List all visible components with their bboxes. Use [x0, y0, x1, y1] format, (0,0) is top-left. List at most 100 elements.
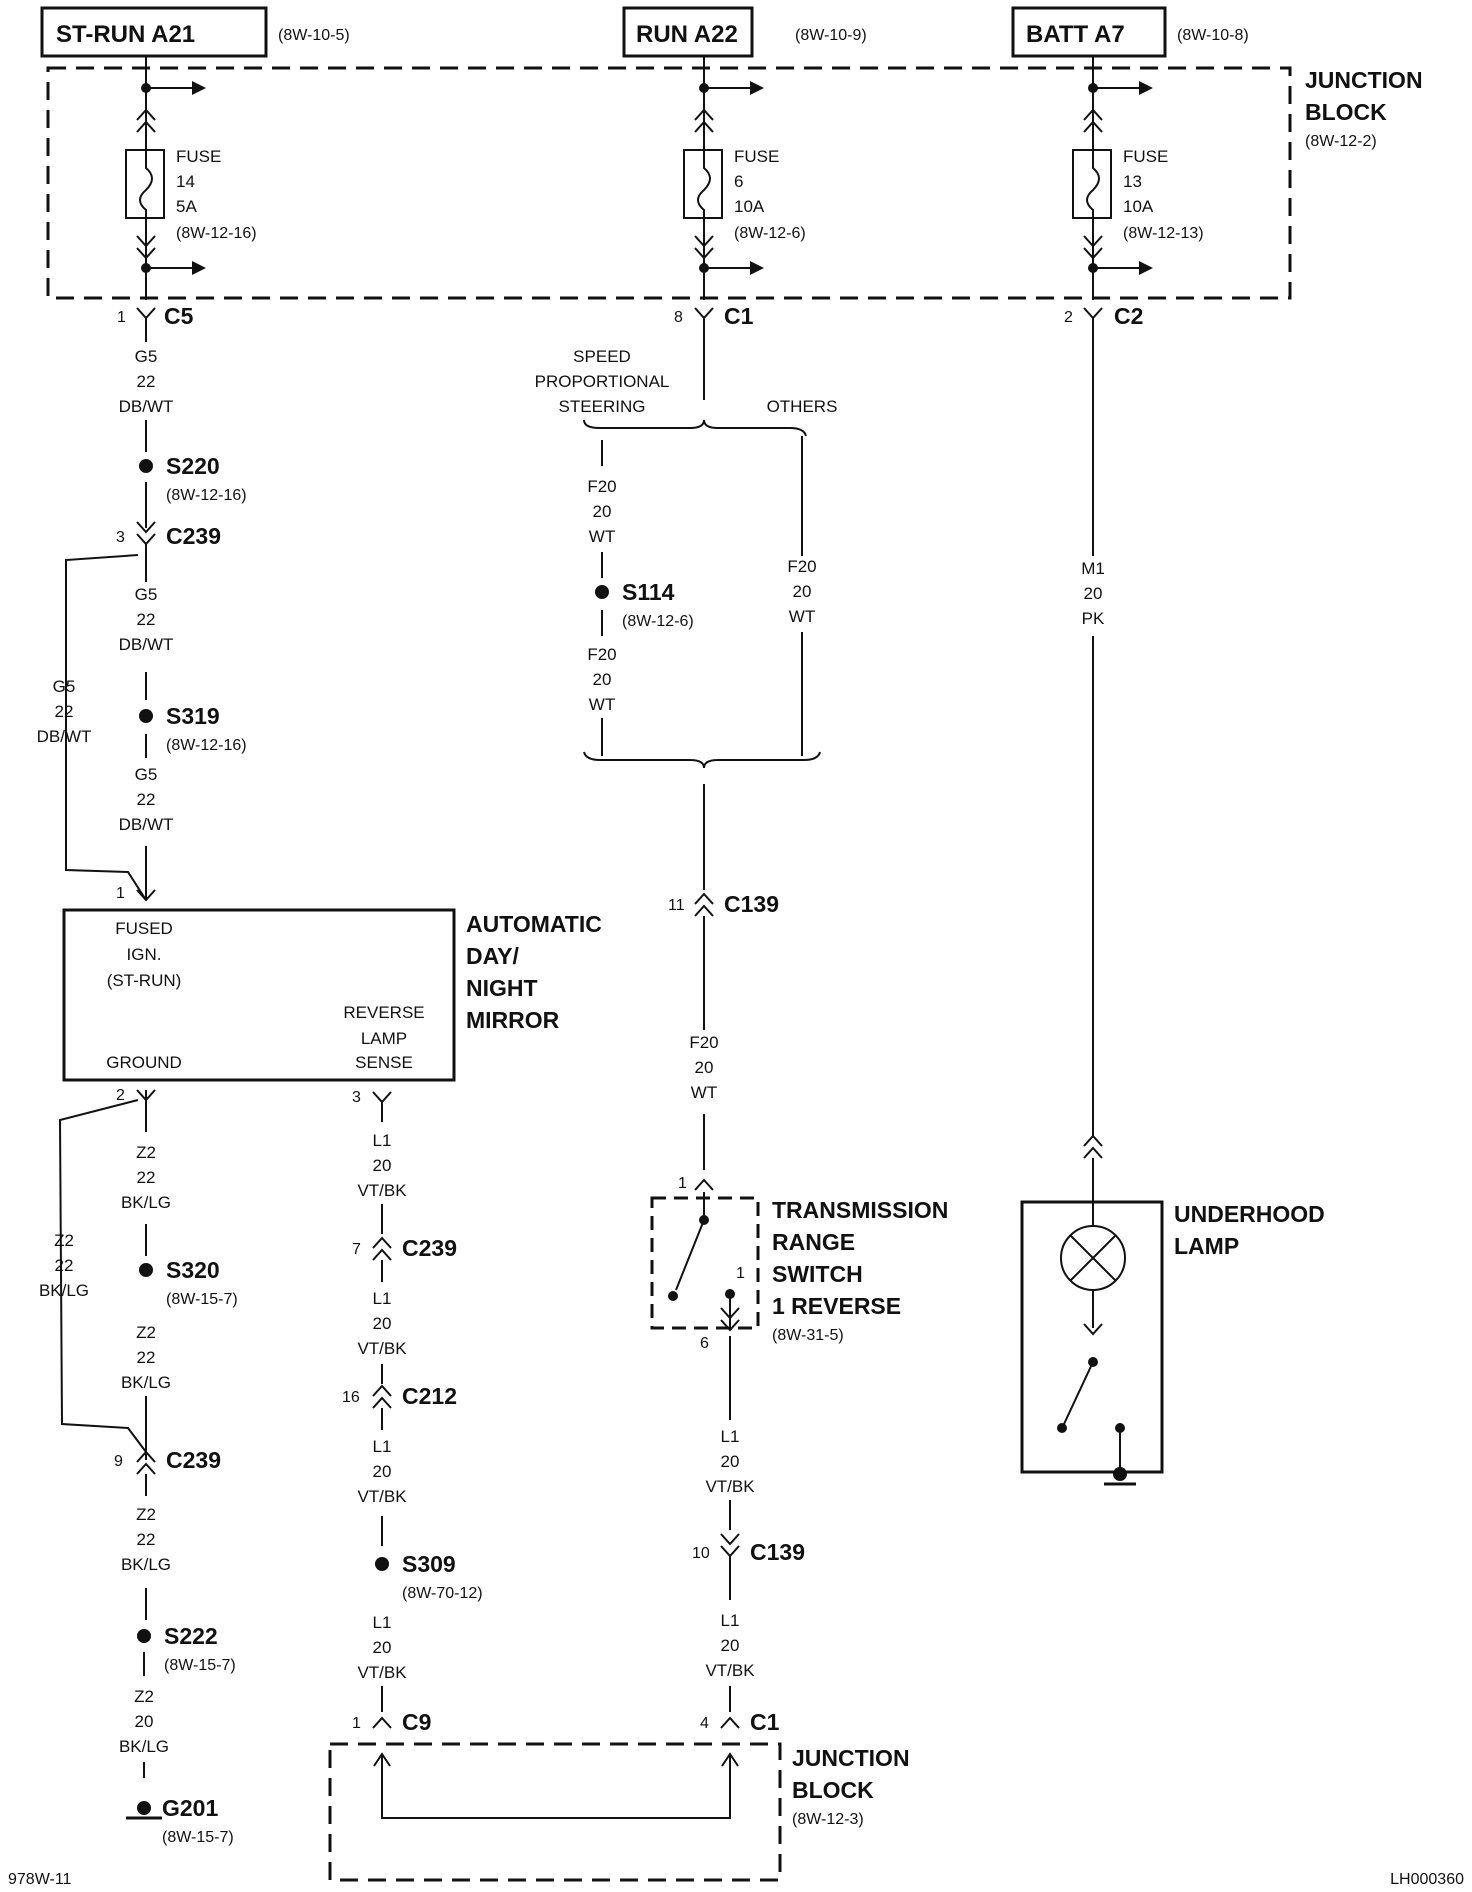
svg-text:F20: F20 [587, 645, 616, 664]
svg-text:L1: L1 [373, 1613, 392, 1632]
svg-text:20: 20 [593, 502, 612, 521]
svg-text:M1: M1 [1081, 559, 1105, 578]
svg-text:S220: S220 [166, 453, 220, 479]
splice-s320 [139, 1263, 153, 1277]
svg-text:VT/BK: VT/BK [357, 1663, 407, 1682]
svg-text:ST-RUN A21: ST-RUN A21 [56, 21, 195, 48]
svg-text:6: 6 [700, 1335, 709, 1352]
svg-text:20: 20 [593, 670, 612, 689]
svg-text:20: 20 [793, 582, 812, 601]
svg-text:BK/LG: BK/LG [119, 1737, 169, 1756]
svg-text:3: 3 [116, 529, 125, 546]
svg-text:L1: L1 [373, 1289, 392, 1308]
svg-text:Z2: Z2 [136, 1323, 156, 1342]
ground-g201-icon [137, 1801, 151, 1815]
svg-text:BK/LG: BK/LG [121, 1193, 171, 1212]
svg-text:20: 20 [373, 1638, 392, 1657]
splice-s220 [139, 459, 153, 473]
svg-text:20: 20 [135, 1712, 154, 1731]
svg-text:2: 2 [1064, 309, 1073, 326]
svg-text:20: 20 [721, 1452, 740, 1471]
reverse-lamp-sense-circuit: 3 L1 20 VT/BK 7 C239 L1 20 VT/BK 16 C212… [342, 1089, 483, 1735]
svg-text:VT/BK: VT/BK [357, 1487, 407, 1506]
svg-text:(8W-12-3): (8W-12-3) [792, 1811, 864, 1828]
svg-text:C239: C239 [166, 523, 221, 549]
svg-text:(8W-12-2): (8W-12-2) [1305, 133, 1377, 150]
svg-text:10A: 10A [1123, 197, 1154, 216]
svg-text:10: 10 [692, 1545, 710, 1562]
svg-text:22: 22 [55, 1256, 74, 1275]
svg-text:G5: G5 [135, 585, 158, 604]
svg-text:PK: PK [1082, 609, 1105, 628]
svg-text:(8W-12-6): (8W-12-6) [622, 613, 694, 630]
svg-text:5A: 5A [176, 197, 197, 216]
svg-text:(8W-15-7): (8W-15-7) [164, 1657, 236, 1674]
svg-text:JUNCTION: JUNCTION [792, 1745, 910, 1771]
svg-text:F20: F20 [587, 477, 616, 496]
svg-text:PROPORTIONAL: PROPORTIONAL [535, 372, 670, 391]
svg-text:SPEED: SPEED [573, 347, 631, 366]
junction-block-top: JUNCTION BLOCK (8W-12-2) [46, 66, 1423, 300]
svg-text:3: 3 [352, 1089, 361, 1106]
svg-text:DB/WT: DB/WT [119, 815, 174, 834]
svg-text:20: 20 [1084, 584, 1103, 603]
svg-text:DB/WT: DB/WT [119, 635, 174, 654]
svg-text:TRANSMISSION: TRANSMISSION [772, 1197, 948, 1223]
svg-text:C239: C239 [166, 1447, 221, 1473]
trs-output-circuit: L1 20 VT/BK 10 C139 L1 20 VT/BK 4 C1 [692, 1336, 805, 1735]
svg-text:LAMP: LAMP [361, 1029, 407, 1048]
svg-text:OTHERS: OTHERS [767, 397, 838, 416]
fuse-14: FUSE 14 5A (8W-12-16) [125, 56, 257, 300]
svg-text:1: 1 [117, 309, 126, 326]
svg-text:VT/BK: VT/BK [357, 1339, 407, 1358]
fuse-13: FUSE 13 10A (8W-12-13) [1072, 56, 1204, 300]
splice-s319 [139, 709, 153, 723]
svg-text:(8W-12-6): (8W-12-6) [734, 225, 806, 242]
footer-right: LH000360 [1390, 1871, 1464, 1888]
batt-a7-circuit: 2 C2 M1 20 PK [1064, 303, 1143, 1226]
svg-text:WT: WT [589, 527, 615, 546]
svg-text:C239: C239 [402, 1235, 457, 1261]
svg-text:L1: L1 [373, 1131, 392, 1150]
svg-text:13: 13 [1123, 172, 1142, 191]
svg-text:(8W-10-5): (8W-10-5) [278, 27, 350, 44]
svg-text:FUSED: FUSED [115, 919, 173, 938]
svg-text:C1: C1 [724, 303, 754, 329]
svg-text:MIRROR: MIRROR [466, 1007, 560, 1033]
svg-text:1: 1 [116, 885, 125, 902]
junction-block-bottom: JUNCTION BLOCK (8W-12-3) [328, 1742, 910, 1882]
svg-text:IGN.: IGN. [127, 945, 162, 964]
svg-text:(8W-15-7): (8W-15-7) [166, 1291, 238, 1308]
svg-text:DB/WT: DB/WT [37, 727, 92, 746]
svg-text:2: 2 [116, 1087, 125, 1104]
splice-s222 [137, 1629, 151, 1643]
svg-text:BK/LG: BK/LG [121, 1373, 171, 1392]
svg-text:BLOCK: BLOCK [1305, 99, 1387, 125]
svg-text:WT: WT [789, 607, 815, 626]
svg-text:(8W-12-16): (8W-12-16) [166, 737, 247, 754]
svg-text:FUSE: FUSE [734, 147, 779, 166]
svg-text:BK/LG: BK/LG [121, 1555, 171, 1574]
svg-text:14: 14 [176, 172, 195, 191]
svg-text:(8W-15-7): (8W-15-7) [162, 1829, 234, 1846]
svg-text:(8W-12-13): (8W-12-13) [1123, 225, 1204, 242]
svg-text:C2: C2 [1114, 303, 1143, 329]
svg-text:(8W-70-12): (8W-70-12) [402, 1585, 483, 1602]
svg-text:11: 11 [668, 897, 685, 914]
svg-text:JUNCTION: JUNCTION [1305, 67, 1423, 93]
svg-text:SENSE: SENSE [355, 1053, 413, 1072]
svg-text:F20: F20 [689, 1033, 718, 1052]
svg-text:BATT A7: BATT A7 [1026, 21, 1125, 48]
svg-text:8: 8 [674, 309, 683, 326]
svg-text:1 REVERSE: 1 REVERSE [772, 1293, 901, 1319]
svg-text:22: 22 [55, 702, 74, 721]
svg-text:BLOCK: BLOCK [792, 1777, 874, 1803]
svg-text:(8W-31-5): (8W-31-5) [772, 1327, 844, 1344]
svg-text:20: 20 [373, 1314, 392, 1333]
svg-text:G201: G201 [162, 1795, 218, 1821]
transmission-range-switch: 1 6 TRANSMISSION RANGE SWITCH 1 REVERSE … [650, 1192, 948, 1352]
source-st-run-a21: ST-RUN A21 (8W-10-5) [40, 6, 350, 58]
svg-text:10A: 10A [734, 197, 765, 216]
svg-text:S222: S222 [164, 1623, 218, 1649]
